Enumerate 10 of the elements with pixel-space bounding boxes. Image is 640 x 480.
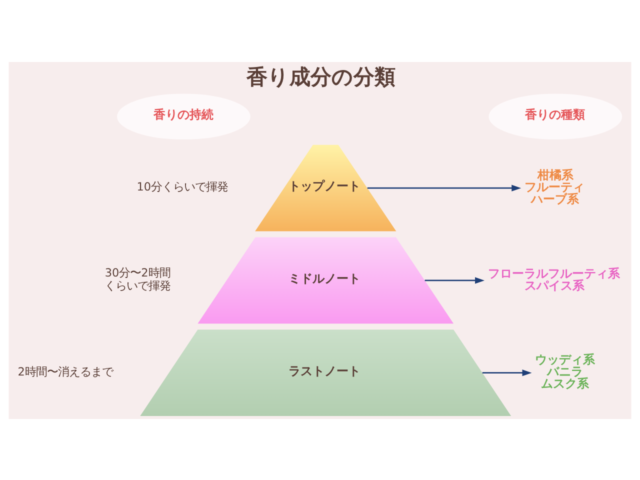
diagram-title: 香り成分の分類 <box>246 64 396 89</box>
node-text: フローラルフルーティ系 スパイス系 <box>488 266 620 292</box>
arrow <box>367 184 522 191</box>
node-label: 10分くらいで揮発 <box>136 180 228 194</box>
node-text: 柑橘系 フルーティ ハーブ系 <box>524 167 585 206</box>
node-label: 2時間〜消えるまで <box>18 364 113 378</box>
arrow <box>424 276 484 284</box>
node-text: ウッディ系 バニラ ムスク系 <box>535 352 596 390</box>
arrow <box>482 369 532 376</box>
node-label: 30分〜2時間くらいで揮発 <box>104 266 170 292</box>
